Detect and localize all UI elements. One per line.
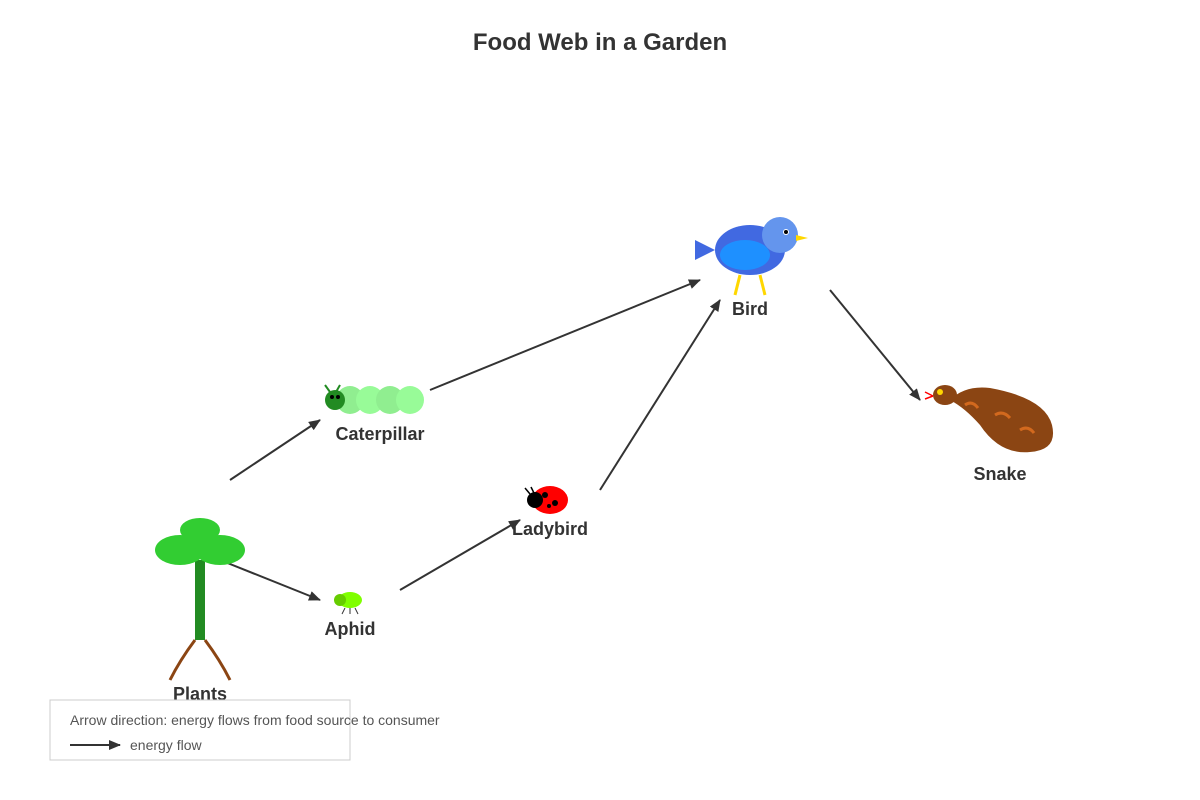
- aphid-icon: [334, 592, 362, 615]
- legend-arrow-label: energy flow: [130, 737, 202, 753]
- diagram-title: Food Web in a Garden: [473, 29, 727, 56]
- ladybird-icon: [524, 486, 568, 514]
- plant-icon: [155, 518, 245, 681]
- edge-aphid-ladybird: [399, 519, 521, 591]
- legend: Arrow direction: energy flows from food …: [49, 699, 440, 761]
- edge-plants-aphid: [219, 559, 321, 601]
- node-ladybird: Ladybird: [512, 486, 588, 539]
- legend-description: Arrow direction: energy flows from food …: [70, 712, 440, 728]
- edge-caterpillar-bird: [429, 279, 701, 391]
- node-aphid: Aphid: [325, 592, 376, 639]
- node-label-aphid: Aphid: [325, 619, 376, 639]
- edges: [219, 279, 921, 601]
- node-label-ladybird: Ladybird: [512, 519, 588, 539]
- edge-ladybird-bird: [599, 299, 721, 491]
- node-snake: Snake: [924, 385, 1054, 484]
- legend-box: [49, 699, 351, 761]
- node-label-plants: Plants: [173, 684, 227, 704]
- bird-icon: [695, 217, 808, 296]
- caterpillar-icon: [324, 384, 424, 414]
- edge-plants-caterpillar: [229, 419, 321, 481]
- node-label-snake: Snake: [973, 464, 1026, 484]
- node-caterpillar: Caterpillar: [324, 384, 425, 444]
- node-plants: Plants: [155, 518, 245, 704]
- node-label-bird: Bird: [732, 299, 768, 319]
- node-label-caterpillar: Caterpillar: [335, 424, 424, 444]
- node-bird: Bird: [695, 217, 808, 319]
- snake-icon: [924, 385, 1054, 453]
- edge-bird-snake: [829, 289, 921, 401]
